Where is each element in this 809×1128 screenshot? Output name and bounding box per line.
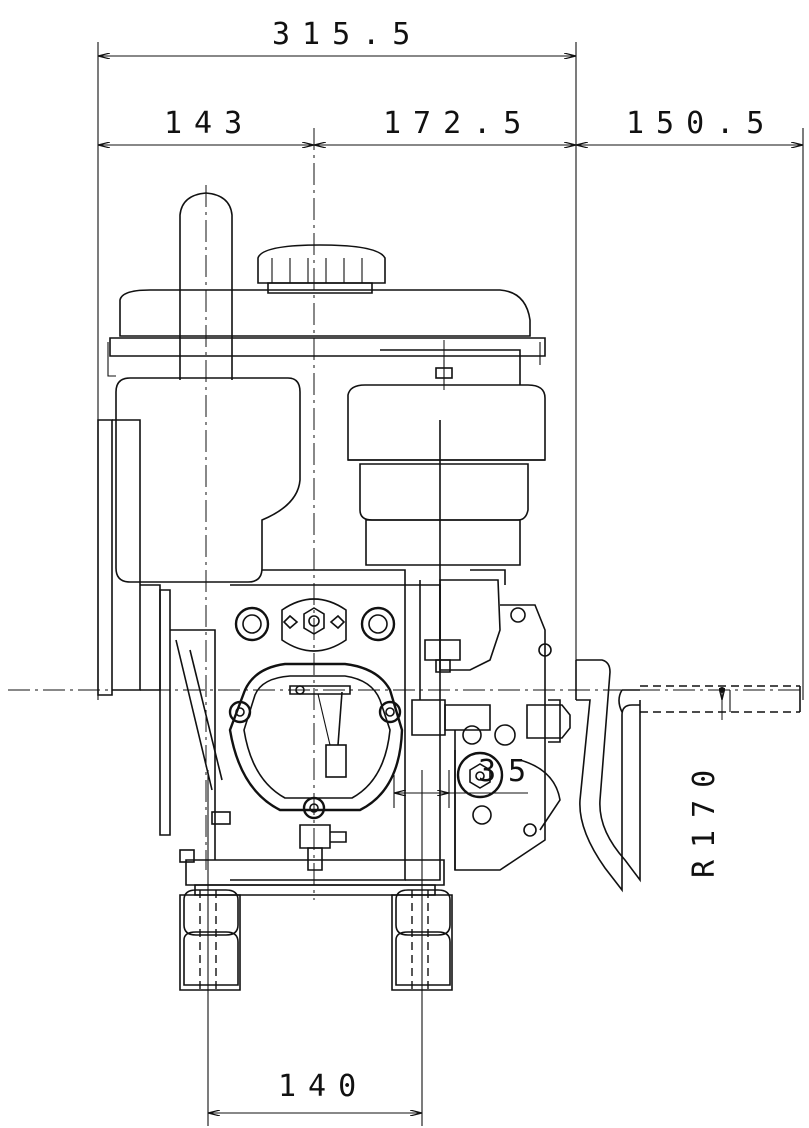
dim-handle-radius: R170 — [687, 758, 722, 878]
dimension-lines — [97, 42, 804, 1126]
dim-overall-width: 315.5 — [272, 17, 422, 52]
dimension-labels: 315.5 143 172.5 150.5 R170 140 35 — [164, 17, 776, 1104]
dim-mount-spacing: 140 — [278, 1069, 368, 1104]
left-mount — [179, 889, 241, 991]
dim-mount-offset: 35 — [478, 754, 538, 789]
dim-handle-offset: 150.5 — [626, 106, 776, 141]
engine-body — [97, 192, 801, 991]
center-lines — [8, 128, 800, 900]
right-mount — [391, 889, 453, 991]
dim-left-to-center: 143 — [164, 106, 254, 141]
dim-center-to-right: 172.5 — [383, 106, 533, 141]
